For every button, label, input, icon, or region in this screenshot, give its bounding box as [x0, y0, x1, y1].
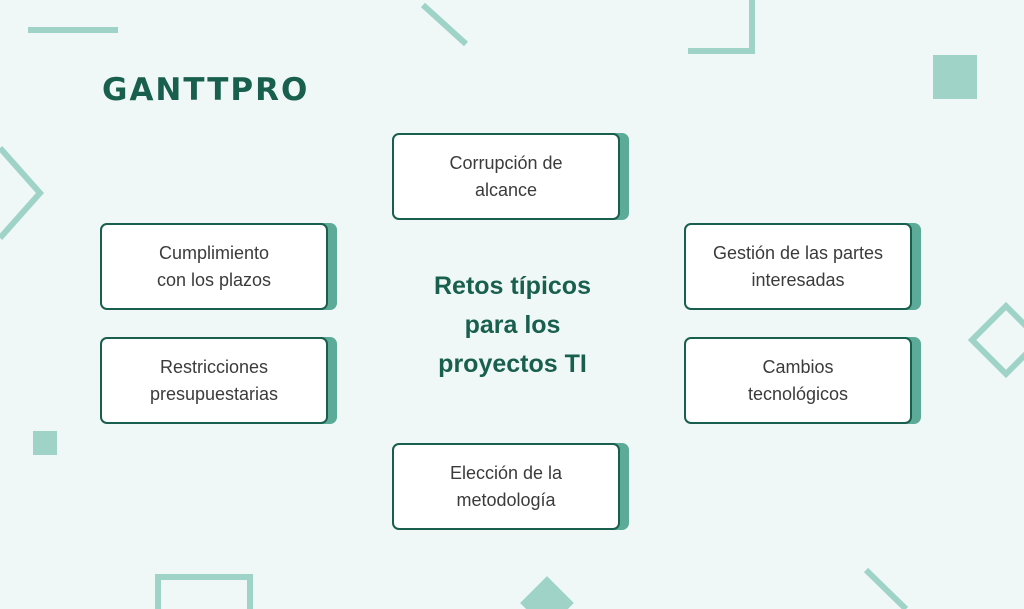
challenge-card-budget: Restricciones presupuestarias — [100, 337, 328, 424]
decor-square-top-right — [933, 55, 977, 99]
card-text-line: metodología — [456, 489, 556, 510]
challenge-card-stakeholders: Gestión de las partes interesadas — [684, 223, 912, 310]
challenge-card-tech-changes: Cambios tecnológicos — [684, 337, 912, 424]
decor-corner-top-right — [688, 0, 755, 54]
decor-chevron-left — [0, 146, 45, 240]
challenge-card-scope-creep: Corrupción de alcance — [392, 133, 620, 220]
card-text-line: Cambios — [762, 356, 834, 377]
decor-diamond-bottom — [520, 576, 574, 609]
card-text-line: interesadas — [751, 269, 845, 290]
diagram-center-title: Retos típicos para los proyectos TI — [405, 267, 620, 384]
decor-square-left — [33, 431, 57, 455]
gantt-pro-logo: GANTTPRO — [102, 72, 310, 108]
decor-corner-bottom-left — [155, 574, 253, 609]
card-text-line: presupuestarias — [149, 383, 279, 404]
center-title-line: proyectos TI — [438, 350, 587, 378]
card-text-line: alcance — [474, 179, 538, 200]
card-text-line: tecnológicos — [747, 383, 849, 404]
challenge-card-methodology: Elección de la metodología — [392, 443, 620, 530]
center-title-line: Retos típicos — [434, 272, 591, 300]
decor-line-top-diagonal — [420, 2, 469, 47]
challenge-card-deadlines: Cumplimiento con los plazos — [100, 223, 328, 310]
decor-line-bottom-right — [863, 567, 909, 609]
card-text-line: Cumplimiento — [158, 242, 270, 263]
card-text-line: Gestión de las partes — [712, 242, 884, 263]
card-text-line: con los plazos — [156, 269, 272, 290]
card-text-line: Corrupción de — [449, 152, 563, 173]
card-text-line: Restricciones — [159, 356, 269, 377]
center-title-line: para los — [464, 311, 561, 339]
card-text-line: Elección de la — [449, 462, 563, 483]
decor-diamond-right — [967, 301, 1024, 379]
